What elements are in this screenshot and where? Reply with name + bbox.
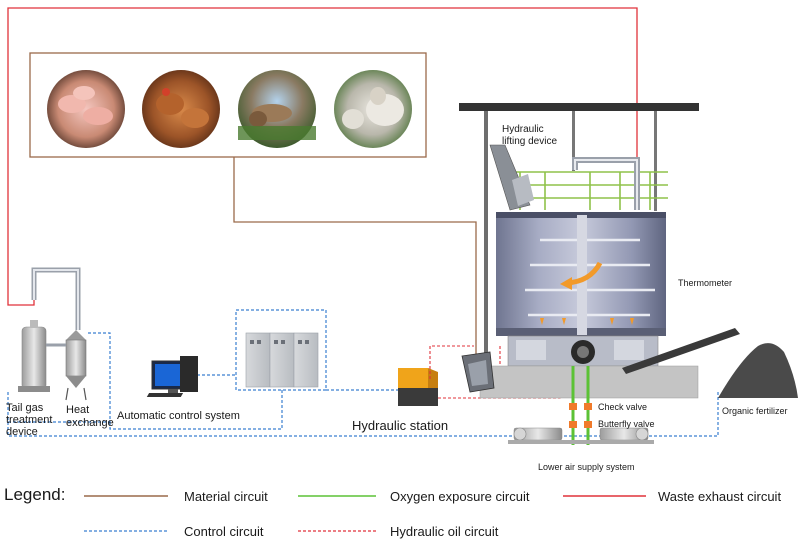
waste-exhaust-line — [7, 7, 638, 306]
hydraulic-station-label: Hydraulic station — [352, 418, 449, 433]
legend-waste-exhaust: Waste exhaust circuit — [658, 489, 782, 504]
control-circuit-lines — [7, 309, 719, 437]
legend-material: Material circuit — [184, 489, 268, 504]
animal-photo-frame — [29, 52, 427, 158]
sheep-photo — [334, 70, 412, 148]
tail-gas-treatment-device — [18, 267, 81, 392]
cows-photo — [238, 70, 316, 148]
computer-workstation — [146, 356, 198, 397]
thermometer-label: Thermometer — [678, 278, 733, 288]
pigs-photo — [47, 70, 125, 148]
organic-fertilizer-pile — [718, 343, 798, 398]
legend-control: Control circuit — [184, 524, 264, 539]
legend-title: Legend: — [4, 485, 66, 504]
heat-exchanger — [46, 330, 87, 401]
butterfly-valve-label: Butterfly valve — [598, 419, 655, 429]
check-valve-label: Check valve — [598, 402, 648, 412]
hydraulic-lifting-device-label: Hydraulic lifting device — [502, 124, 558, 147]
butterfly-valve-icon — [569, 421, 592, 428]
hydraulic-station-unit — [398, 368, 438, 406]
material-line — [233, 157, 477, 355]
check-valve-icon — [569, 403, 592, 410]
lower-air-supply-label: Lower air supply system — [538, 462, 635, 472]
control-cabinets — [245, 332, 319, 388]
legend-swatches — [84, 495, 646, 532]
tail-gas-label: Tail gas treatment device — [6, 402, 53, 438]
organic-fertilizer-label: Organic fertilizer — [722, 406, 788, 416]
air-blowers — [508, 427, 654, 444]
legend-hydraulic-oil: Hydraulic oil circuit — [390, 524, 499, 539]
legend-oxygen: Oxygen exposure circuit — [390, 489, 530, 504]
chickens-photo — [142, 70, 220, 148]
heat-exchange-label: Heat exchange — [66, 404, 114, 429]
automatic-control-label: Automatic control system — [117, 410, 240, 422]
